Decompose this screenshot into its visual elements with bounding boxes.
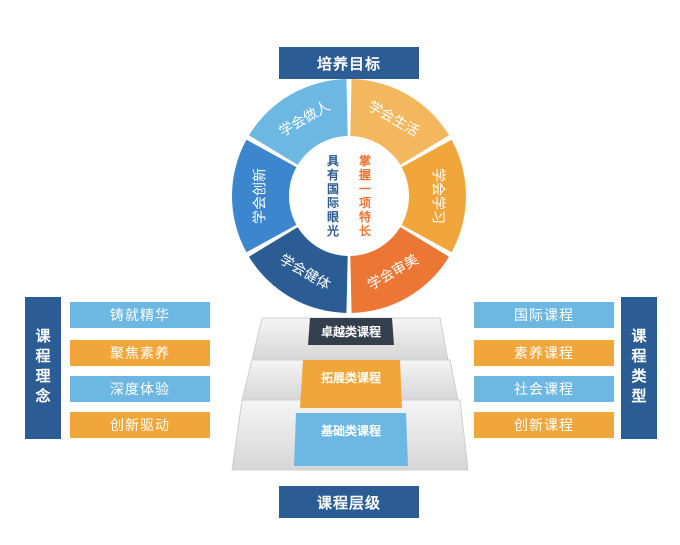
right-item-3: 社会课程 [474, 376, 614, 402]
bottom-title: 课程层级 [279, 486, 419, 518]
top-title: 培养目标 [279, 47, 419, 79]
right-item-2: 素养课程 [474, 340, 614, 366]
center-left-text: 国 [327, 182, 339, 196]
level-block-top [308, 318, 394, 345]
level-label-middle: 拓展类课程 [321, 370, 381, 385]
wheel-segment [232, 139, 297, 253]
level-block-middle [300, 360, 402, 408]
wheel-segment [248, 79, 348, 165]
left-item-4: 创新驱动 [70, 412, 210, 438]
center-left-text: 光 [326, 223, 339, 238]
center-right-text: 特 [359, 209, 371, 224]
right-item-1: 国际课程 [474, 302, 614, 328]
wheel-segment [350, 227, 450, 313]
left-item-1: 铸就精华 [70, 302, 210, 328]
center-right-text: 长 [359, 223, 372, 238]
center-right-text: 握 [359, 167, 371, 182]
left-item-3: 深度体验 [70, 376, 210, 402]
wheel-segment [248, 227, 348, 313]
center-left-text: 有 [327, 167, 339, 182]
center-right-text: 项 [359, 196, 371, 210]
wheel-segment-label: 学会创新 [253, 168, 269, 224]
center-right-text: 一 [359, 182, 371, 196]
wheel-center [291, 138, 407, 254]
level-block-bottom [294, 413, 408, 466]
left-title: 课程理念 [25, 297, 61, 439]
right-item-4: 创新课程 [474, 412, 614, 438]
left-item-2: 聚焦素养 [70, 340, 210, 366]
center-left-text: 具 [327, 154, 339, 168]
wheel-segment-label: 学会学习 [430, 168, 446, 224]
level-label-bottom: 基础类课程 [320, 423, 381, 438]
center-left-text: 际 [327, 196, 339, 210]
wheel-segment [401, 139, 467, 253]
center-right-text: 掌 [359, 153, 371, 168]
level-label-top: 卓越类课程 [321, 324, 381, 339]
right-title: 课程类型 [621, 297, 657, 439]
center-left-text: 眼 [327, 210, 339, 224]
wheel-segment [350, 79, 450, 165]
